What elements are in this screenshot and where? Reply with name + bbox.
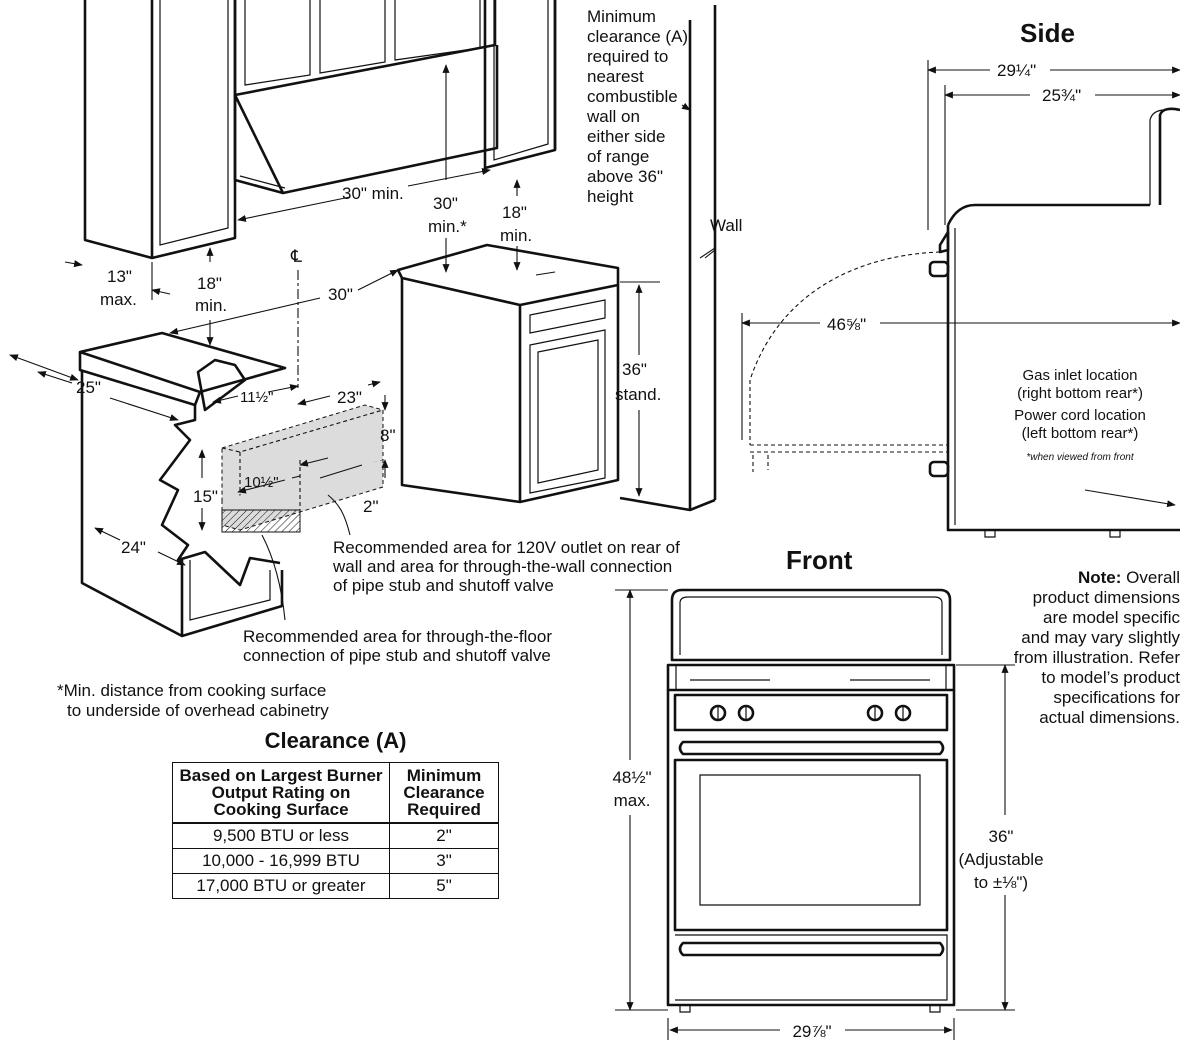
dim-36-stand-value: 36" <box>622 360 647 379</box>
footnote-line: *Min. distance from cooking surface <box>57 681 326 700</box>
dim-18-min-left-suffix: min. <box>195 296 227 315</box>
column-header-burner-rating: Based on Largest Burner Output Rating on… <box>172 762 390 824</box>
gas-inlet-detail: (right bottom rear*) <box>1017 385 1143 402</box>
dim-13-max-value: 13" <box>107 267 132 286</box>
clearance-note-line: either side <box>587 127 665 146</box>
power-cord-detail: (left bottom rear*) <box>1022 425 1139 442</box>
side-dim-25-75: 25¾" <box>1042 86 1081 105</box>
dim-10-5: 10½" <box>244 474 279 491</box>
dim-18-min-right-value: 18" <box>502 203 527 222</box>
gas-inlet-label: Gas inlet location <box>1022 367 1137 384</box>
note-line: to model’s product <box>1041 668 1180 687</box>
note-line: actual dimensions. <box>1039 708 1180 727</box>
side-dim-29-25: 29¼" <box>997 61 1036 80</box>
front-dim-48-5-suffix: max. <box>614 791 651 810</box>
clearance-table: Based on Largest Burner Output Rating on… <box>172 762 499 899</box>
wall-label: Wall <box>710 216 742 235</box>
outlet-note-line: of pipe stub and shutoff valve <box>333 576 554 595</box>
dim-24: 24" <box>121 538 146 557</box>
power-cord-label: Power cord location <box>1014 407 1146 424</box>
dim-23: 23" <box>337 388 362 407</box>
clearance-cell: 2" <box>389 822 499 849</box>
burner-rating-cell: 9,500 BTU or less <box>172 822 390 849</box>
viewed-from-front-note: *when viewed from front <box>1026 452 1134 463</box>
clearance-cell: 3" <box>389 848 499 874</box>
note-line: product dimensions <box>1033 588 1180 607</box>
outlet-note-line: wall and area for through-the-wall conne… <box>332 557 672 576</box>
dim-11-5: 11½" <box>240 389 273 406</box>
clearance-note-line: combustible <box>587 87 678 106</box>
dim-36-stand-suffix: stand. <box>615 385 661 404</box>
dim-30-min-vertical-value: 30" <box>433 194 458 213</box>
note-line: from illustration. Refer <box>1014 648 1180 667</box>
outlet-note: Recommended area for 120V outlet on rear… <box>332 538 680 595</box>
note-line: are model specific <box>1043 608 1180 627</box>
dim-13-max-suffix: max. <box>100 290 137 309</box>
dimension-note: Note: Overall product dimensions are mod… <box>1014 568 1180 727</box>
clearance-note-line: wall on <box>586 107 640 126</box>
dim-15: 15" <box>193 487 218 506</box>
installation-dimensions <box>9 64 716 621</box>
right-base-cabinet <box>396 243 620 504</box>
clearance-note-line: nearest <box>587 67 644 86</box>
footnote: *Min. distance from cooking surface to u… <box>57 681 329 720</box>
note-first-line: Note: Overall <box>1078 568 1180 587</box>
side-view-title: Side <box>1020 18 1075 48</box>
clearance-note-line: required to <box>587 47 668 66</box>
burner-rating-cell: 10,000 - 16,999 BTU <box>172 848 390 874</box>
installation-labels: 30" min. 30" min.* 18" min. 18" min. 13"… <box>57 7 742 720</box>
clearance-note-line: height <box>587 187 634 206</box>
dim-30-width: 30" <box>328 285 353 304</box>
upper-hood-cabinet <box>233 0 499 195</box>
side-dim-46-625: 46⅝" <box>827 315 866 334</box>
note-line: specifications for <box>1053 688 1180 707</box>
installation-view: 30" min. 30" min.* 18" min. 18" min. 13"… <box>9 0 742 720</box>
column-header-min-clearance: Minimum Clearance Required <box>389 762 499 824</box>
outlet-note-line: Recommended area for 120V outlet on rear… <box>333 538 680 557</box>
left-wall-cabinet <box>83 0 237 260</box>
front-dim-36-tolerance: to ±⅛") <box>974 873 1028 892</box>
note-first-text: Overall <box>1121 568 1180 587</box>
right-wall-cabinet <box>483 0 557 170</box>
note-line: and may vary slightly <box>1021 628 1180 647</box>
footnote-line: to underside of overhead cabinetry <box>67 701 329 720</box>
table-header-row: Based on Largest Burner Output Rating on… <box>172 762 499 824</box>
clearance-note: Minimum clearance (A) required to neares… <box>586 7 688 206</box>
dim-30-min-horizontal: 30" min. <box>342 184 404 203</box>
dim-18-min-left-value: 18" <box>197 274 222 293</box>
front-dim-36-adjustable: (Adjustable <box>958 850 1043 869</box>
front-view-title: Front <box>786 545 853 575</box>
clearance-cell: 5" <box>389 873 499 899</box>
floor-note-line: connection of pipe stub and shutoff valv… <box>243 646 551 665</box>
outlet-area <box>221 404 384 533</box>
note-lead: Note: <box>1078 568 1121 587</box>
clearance-table-title: Clearance (A) <box>264 728 407 753</box>
front-dim-36-value: 36" <box>989 827 1014 846</box>
front-view: Front 48½" max. 36 <box>612 545 1043 1041</box>
clearance-note-line: of range <box>587 147 649 166</box>
table-row: 10,000 - 16,999 BTU 3" <box>172 848 499 874</box>
dim-8: 8" <box>380 426 396 445</box>
dim-30-min-vertical-suffix: min.* <box>428 217 467 236</box>
dim-2: 2" <box>363 497 379 516</box>
dim-18-min-right-suffix: min. <box>500 226 532 245</box>
side-wall <box>619 5 717 512</box>
dim-25: 25" <box>76 378 101 397</box>
burner-rating-cell: 17,000 BTU or greater <box>172 873 390 899</box>
clearance-note-line: above 36" <box>587 167 663 186</box>
table-row: 9,500 BTU or less 2" <box>172 822 499 849</box>
side-view: Side 29¼" 25¾" 46⅝" Gas inlet location (… <box>741 18 1180 538</box>
floor-note: Recommended area for through-the-floor c… <box>243 627 552 665</box>
front-dim-48-5-value: 48½" <box>612 768 651 787</box>
floor-note-line: Recommended area for through-the-floor <box>243 627 552 646</box>
front-dim-29-875: 29⅞" <box>792 1022 831 1041</box>
centerline-symbol: ℄ <box>290 247 302 266</box>
left-base-cabinet <box>78 331 287 638</box>
clearance-note-line: clearance (A) <box>587 27 688 46</box>
table-row: 17,000 BTU or greater 5" <box>172 873 499 899</box>
clearance-note-line: Minimum <box>587 7 656 26</box>
